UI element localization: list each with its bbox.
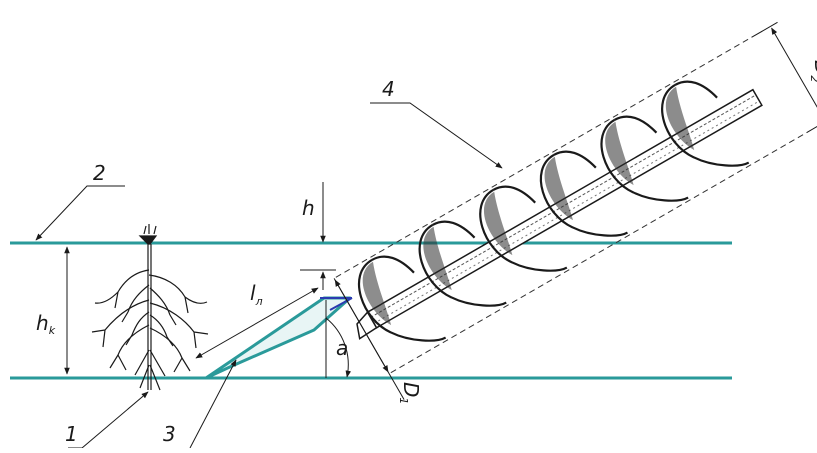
callout-3-label: 3 [163,422,176,446]
d1-label: D1 [397,382,423,404]
h-label: h [302,196,315,220]
l-label: lл [250,281,263,308]
plant-root-icon [91,224,209,391]
coulter-blade [204,296,352,380]
callout-4-label: 4 [382,77,395,101]
callout-1-label: 1 [65,422,78,446]
hk-label: hk [36,311,56,337]
screw-auger [333,21,817,400]
callout-3-leader [189,359,237,449]
callout-2-leader [35,185,125,241]
callout-2-label: 2 [93,161,106,185]
alpha-label: a [336,336,348,360]
l-dimension-line [195,287,319,359]
callout-4-leader [370,102,503,169]
callout-1-leader [68,391,149,449]
d2-label: D2 [808,60,817,82]
